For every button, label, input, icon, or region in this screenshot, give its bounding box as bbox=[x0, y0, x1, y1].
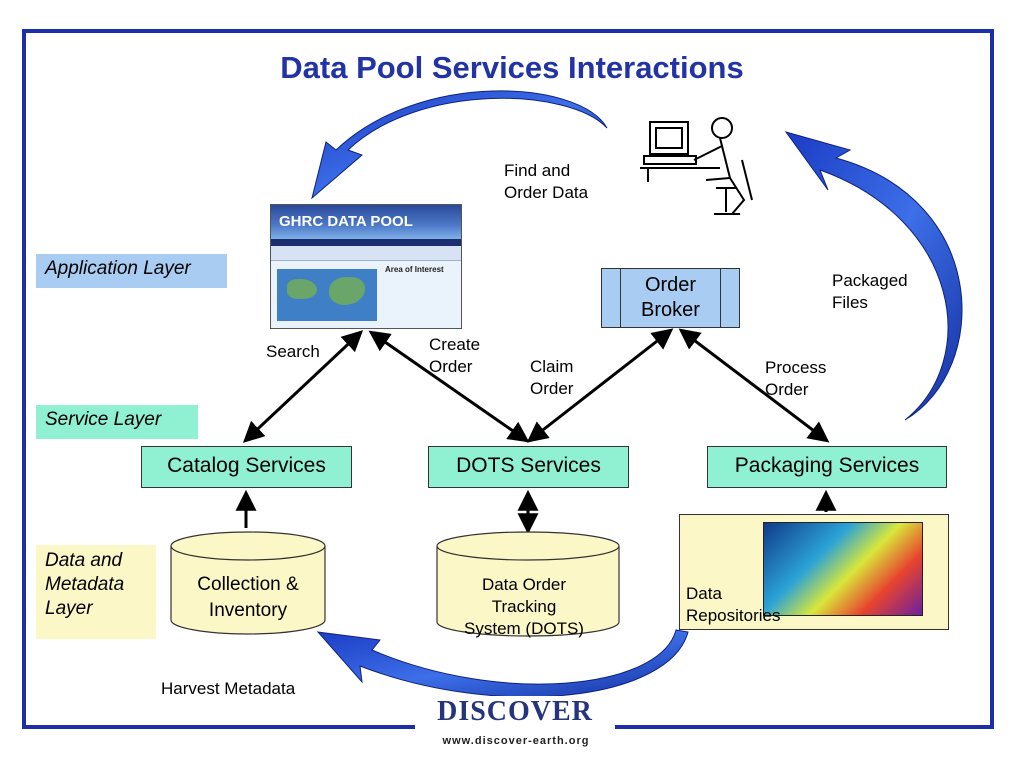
service-layer-label: Service Layer bbox=[36, 405, 198, 439]
claim-order-arrow bbox=[526, 328, 674, 443]
ghrc-banner: GHRC DATA POOL bbox=[271, 205, 461, 239]
dots-db-line-2: Tracking bbox=[491, 597, 557, 616]
user-computer-icon bbox=[640, 117, 753, 215]
collection-inventory-label: Collection & Inventory bbox=[170, 572, 326, 624]
claim-order-line-1: Claim bbox=[530, 357, 574, 376]
find-order-line-1: Find and bbox=[504, 161, 571, 180]
packaged-files-line-1: Packaged bbox=[832, 271, 908, 290]
dots-db-line-1: Data Order bbox=[481, 575, 567, 594]
dots-database-label: Data Order Tracking System (DOTS) bbox=[436, 574, 612, 640]
application-layer-label: Application Layer bbox=[36, 254, 227, 288]
create-order-line-2: Order bbox=[429, 357, 473, 376]
ghrc-area-of-interest: Area of Interest bbox=[385, 265, 444, 274]
discover-logo-text: DISCOVER bbox=[437, 696, 593, 727]
process-order-line-1: Process bbox=[765, 358, 827, 377]
packaged-files-label: Packaged Files bbox=[832, 270, 908, 314]
collection-line-1: Collection & bbox=[197, 574, 299, 595]
catalog-services-box: Catalog Services bbox=[141, 446, 352, 488]
data-layer-line-1: Data and bbox=[45, 550, 123, 571]
packaging-services-box: Packaging Services bbox=[707, 446, 947, 488]
dots-database-cylinder bbox=[436, 531, 620, 637]
find-order-label: Find and Order Data bbox=[504, 160, 588, 204]
create-order-line-1: Create bbox=[429, 335, 481, 354]
order-broker-line-2: Broker bbox=[641, 299, 700, 321]
world-map-icon bbox=[277, 269, 377, 321]
order-broker-box: Order Broker bbox=[601, 268, 740, 328]
discover-url: www.discover-earth.org bbox=[442, 735, 590, 747]
create-order-arrow bbox=[368, 330, 530, 443]
data-layer-line-2: Metadata bbox=[45, 574, 125, 595]
repos-line-2: Repositories bbox=[686, 606, 781, 625]
discover-logo: DISCOVER bbox=[415, 696, 615, 736]
collection-line-2: Inventory bbox=[208, 600, 288, 621]
ghrc-form-bar bbox=[271, 246, 461, 261]
dots-services-box: DOTS Services bbox=[428, 446, 629, 488]
claim-order-line-2: Order bbox=[530, 379, 574, 398]
ghrc-nav-bar bbox=[271, 239, 461, 246]
packaged-files-line-2: Files bbox=[832, 293, 868, 312]
create-order-label: Create Order bbox=[429, 334, 480, 378]
process-order-line-2: Order bbox=[765, 380, 809, 399]
page-title: Data Pool Services Interactions bbox=[280, 50, 744, 85]
repos-line-1: Data bbox=[686, 584, 722, 603]
data-metadata-layer-label: Data and Metadata Layer bbox=[36, 545, 156, 639]
order-broker-line-1: Order bbox=[644, 274, 697, 296]
process-order-label: Process Order bbox=[765, 357, 826, 401]
satellite-image-thumbnail bbox=[763, 522, 923, 616]
claim-order-label: Claim Order bbox=[530, 356, 573, 400]
data-layer-line-3: Layer bbox=[45, 598, 93, 619]
harvest-flow-arrow bbox=[316, 629, 689, 698]
packaged-files-flow-arrow bbox=[784, 131, 963, 421]
search-label: Search bbox=[266, 342, 320, 361]
search-arrow bbox=[242, 330, 364, 443]
data-repositories-label: Data Repositories bbox=[686, 583, 781, 627]
find-order-line-2: Order Data bbox=[504, 183, 589, 202]
find-order-flow-arrow bbox=[311, 90, 608, 200]
ghrc-data-pool-screenshot: GHRC DATA POOL Area of Interest bbox=[270, 204, 462, 329]
collection-inventory-cylinder bbox=[170, 531, 326, 635]
harvest-metadata-label: Harvest Metadata bbox=[161, 679, 296, 698]
dots-db-line-3: System (DOTS) bbox=[464, 619, 584, 638]
process-order-arrow bbox=[678, 328, 830, 443]
